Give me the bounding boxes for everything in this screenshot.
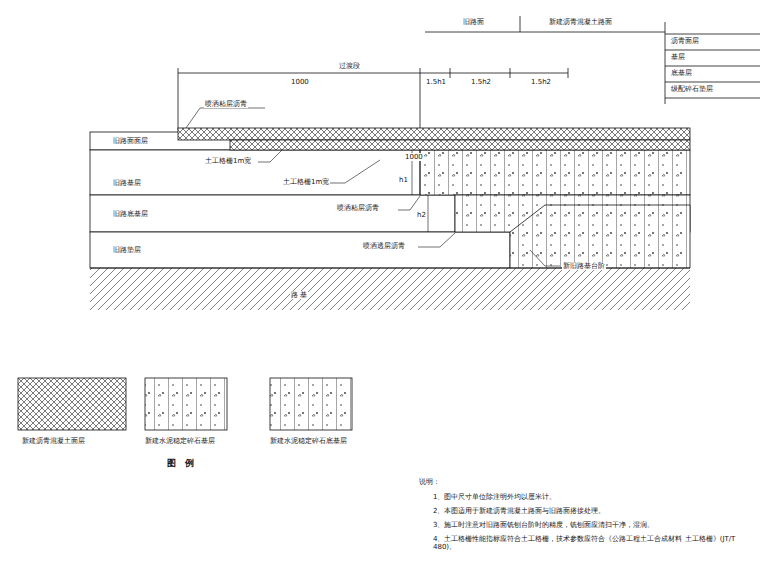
legend-heading: 图 例 [166, 458, 198, 469]
layer-label: 旧路垫层 [112, 246, 142, 254]
dimension-text: h1 [398, 176, 409, 184]
dimension-text: 1.5h1 [425, 78, 447, 86]
callout-text: 喷洒粘层沥青 [204, 100, 248, 108]
legend-text: 新建水泥稳定碎石底基层 [270, 436, 347, 446]
note-text: 2、本图适用于新建沥青混凝土路面与旧路面搭接处理。 [432, 507, 754, 515]
layer-label: 沥青面层 [670, 37, 700, 45]
note-text: 3、施工时注意对旧路面铣刨台阶时的精度，铣刨面应清扫干净，湿润。 [432, 521, 754, 529]
layer-label: 旧路底基层 [112, 210, 149, 218]
header-text: 新建沥青混凝土路面 [548, 18, 613, 26]
notes-heading: 说明： [418, 478, 441, 486]
layer-label: 旧路面面层 [112, 137, 149, 145]
ground-label: 路 基 [290, 291, 308, 299]
callout-text: 土工格栅1m宽 [204, 157, 252, 165]
dimension-text: 1000 [404, 153, 424, 161]
dimension-text: 1.5h2 [470, 78, 492, 86]
note-text: 4、土工格栅性能指标应符合土工格栅，技术参数应符合《公路工程土工合成材料 土工格… [432, 535, 754, 552]
layer-label: 底基层 [670, 69, 693, 77]
dimension-text: 1.5h2 [530, 78, 552, 86]
callout-text: 喷洒透层沥青 [362, 242, 406, 250]
layer-label: 基层 [670, 53, 686, 61]
legend-text: 新建沥青混凝土面层 [22, 436, 85, 446]
layer-label: 旧路基层 [112, 179, 142, 187]
dimension-text: 过渡段 [338, 62, 361, 70]
legend-text: 新建水泥稳定碎石基层 [145, 436, 215, 446]
header-text: 旧路面 [462, 18, 485, 26]
callout-text: 喷洒粘层沥青 [336, 204, 380, 212]
callout-text: 土工格栅1m宽 [282, 178, 330, 186]
layer-label: 级配碎石垫层 [670, 85, 714, 93]
callout-text: 新旧路基台阶 [562, 262, 606, 270]
dimension-text: h2 [416, 211, 427, 219]
dimension-text: 1000 [290, 78, 310, 86]
note-text: 1、图中尺寸单位除注明外均以厘米计。 [432, 493, 754, 501]
